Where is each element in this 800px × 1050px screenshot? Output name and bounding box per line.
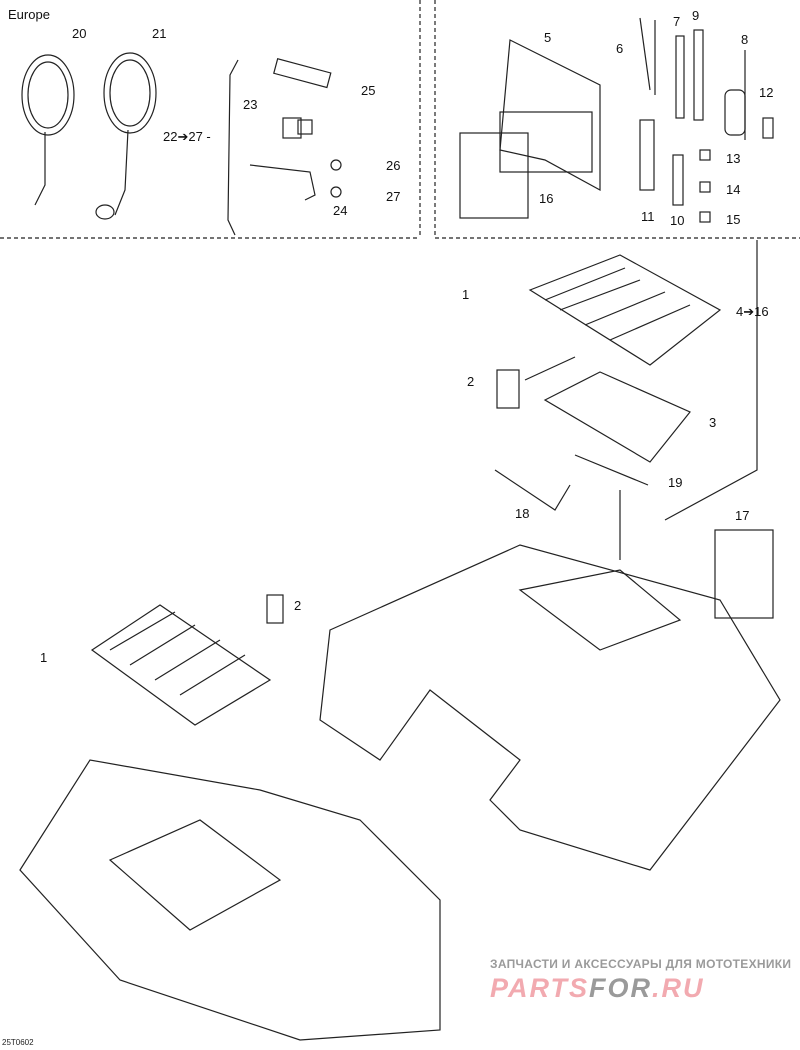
arrow-lines — [524, 240, 758, 560]
callout-25: 25 — [361, 83, 376, 98]
watermark-brand-a: PARTS — [490, 973, 590, 1003]
callout-5: 5 — [544, 30, 552, 45]
callout-8: 8 — [741, 32, 749, 47]
callout-18: 18 — [515, 506, 530, 521]
rear-fender-rack — [319, 544, 781, 871]
callout-4-16: 4➔16 — [736, 304, 769, 319]
mirrors — [21, 52, 157, 220]
callout-24: 24 — [333, 203, 348, 218]
mirror-hardware — [249, 58, 342, 201]
section-borders — [0, 0, 800, 239]
callout-16: 16 — [539, 191, 554, 206]
wrench-18 — [494, 469, 571, 511]
callout-7: 7 — [673, 14, 681, 29]
bracket-line — [227, 59, 239, 236]
clip-2b — [266, 594, 284, 624]
callout-12: 12 — [759, 85, 774, 100]
callout-23: 23 — [243, 97, 258, 112]
callout-10: 10 — [670, 213, 685, 228]
callout-13: 13 — [726, 151, 741, 166]
callout-14: 14 — [726, 182, 741, 197]
label-17 — [714, 529, 774, 619]
callout-17: 17 — [735, 508, 750, 523]
toolkit — [459, 17, 774, 223]
front-fender-rack — [19, 759, 441, 1041]
storage-rack-lower — [90, 604, 272, 726]
callout-11: 11 — [641, 209, 655, 224]
callout-26: 26 — [386, 158, 401, 173]
callout-1-upper: 1 — [462, 287, 470, 302]
storage-rack-upper — [528, 254, 722, 366]
watermark-brand-b: FOR — [589, 973, 653, 1003]
callout-1-lower: 1 — [40, 650, 48, 665]
callout-2-lower: 2 — [294, 598, 302, 613]
watermark-brand-c: .RU — [652, 973, 705, 1003]
callout-20: 20 — [72, 26, 87, 41]
gasket-3 — [543, 371, 691, 463]
callout-22-27: 22➔27 - — [163, 129, 211, 144]
clip-2 — [496, 369, 520, 409]
callout-3: 3 — [709, 415, 717, 430]
callout-27: 27 — [386, 189, 401, 204]
bar-19 — [574, 454, 649, 486]
watermark-logo: PARTSFOR.RU — [490, 973, 705, 1004]
region-label-europe: Europe — [8, 7, 50, 22]
callout-9: 9 — [692, 8, 700, 23]
drawing-code: 25T0602 — [2, 1038, 34, 1047]
watermark-tagline: ЗАПЧАСТИ И АКСЕССУАРЫ ДЛЯ МОТОТЕХНИКИ — [490, 957, 792, 971]
callout-6: 6 — [616, 41, 624, 56]
callout-19: 19 — [668, 475, 683, 490]
callout-15: 15 — [726, 212, 741, 227]
callout-21: 21 — [152, 26, 167, 41]
callout-2-upper: 2 — [467, 374, 475, 389]
